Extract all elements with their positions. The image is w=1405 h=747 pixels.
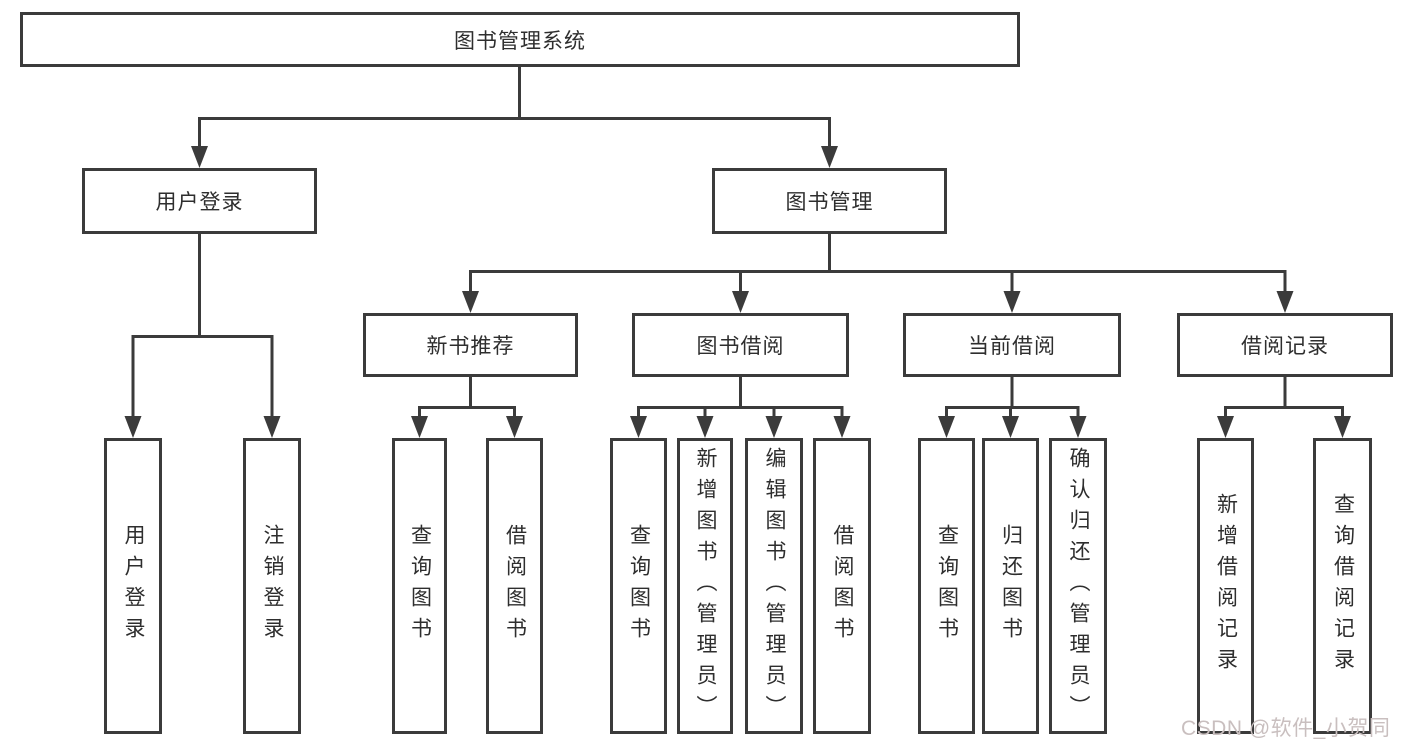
leaf-borrow-book: 借阅图书 xyxy=(486,438,543,734)
leaf-label: 查询借阅记录 xyxy=(1331,493,1355,679)
node-book-management: 图书管理 xyxy=(712,168,947,234)
leaf-logout: 注销登录 xyxy=(243,438,301,734)
leaf-label: 查询图书 xyxy=(627,524,651,648)
arrowhead-icon xyxy=(1003,291,1021,313)
leaf-query-book: 查询图书 xyxy=(392,438,447,734)
arrowhead-icon xyxy=(191,146,208,168)
node-book-borrow: 图书借阅 xyxy=(632,313,849,377)
leaf-confirm-return-admin: 确认归还（管理员） xyxy=(1049,438,1107,734)
leaf-query-book: 查询图书 xyxy=(918,438,975,734)
arrowhead-icon xyxy=(1069,416,1087,438)
node-library-system: 图书管理系统 xyxy=(20,12,1020,67)
leaf-label: 归还图书 xyxy=(999,524,1023,648)
leaf-label: 借阅图书 xyxy=(503,524,527,648)
csdn-watermark: CSDN @软件_小贺同学 xyxy=(1181,717,1391,740)
arrowhead-icon xyxy=(1217,416,1234,438)
arrowhead-icon xyxy=(506,416,523,438)
leaf-query-borrow-record: 查询借阅记录 xyxy=(1313,438,1372,734)
leaf-label: 查询图书 xyxy=(935,524,959,648)
leaf-label: 注销登录 xyxy=(261,524,285,648)
arrowhead-icon xyxy=(462,291,479,313)
leaf-return-book: 归还图书 xyxy=(982,438,1039,734)
leaf-add-borrow-record: 新增借阅记录 xyxy=(1197,438,1254,734)
node-new-book-recommend: 新书推荐 xyxy=(363,313,578,377)
node-user-login: 用户登录 xyxy=(82,168,317,234)
arrowhead-icon xyxy=(938,416,955,438)
leaf-label: 编辑图书（管理员） xyxy=(763,446,787,726)
arrowhead-icon xyxy=(124,416,142,438)
arrowhead-icon xyxy=(630,416,647,438)
node-borrow-records: 借阅记录 xyxy=(1177,313,1393,377)
arrowhead-icon xyxy=(765,416,783,438)
node-current-borrow: 当前借阅 xyxy=(903,313,1121,377)
leaf-edit-book-admin: 编辑图书（管理员） xyxy=(745,438,803,734)
leaf-query-book: 查询图书 xyxy=(610,438,667,734)
arrowhead-icon xyxy=(411,416,428,438)
connector-group xyxy=(124,67,1351,438)
leaf-add-book-admin: 新增图书（管理员） xyxy=(677,438,733,734)
arrowhead-icon xyxy=(833,416,851,438)
leaf-user-login: 用户登录 xyxy=(104,438,162,734)
arrowhead-icon xyxy=(821,146,838,168)
leaf-label: 借阅图书 xyxy=(831,524,855,648)
leaf-label: 新增图书（管理员） xyxy=(694,446,718,726)
arrowhead-icon xyxy=(732,291,749,313)
leaf-label: 用户登录 xyxy=(122,524,146,648)
leaf-borrow-book: 借阅图书 xyxy=(813,438,871,734)
leaf-label: 确认归还（管理员） xyxy=(1067,446,1091,726)
arrowhead-icon xyxy=(263,416,281,438)
arrowhead-icon xyxy=(1334,416,1351,438)
leaf-label: 新增借阅记录 xyxy=(1214,493,1238,679)
arrowhead-icon xyxy=(1276,291,1294,313)
arrowhead-icon xyxy=(696,416,714,438)
arrowhead-icon xyxy=(1002,416,1019,438)
leaf-label: 查询图书 xyxy=(408,524,432,648)
